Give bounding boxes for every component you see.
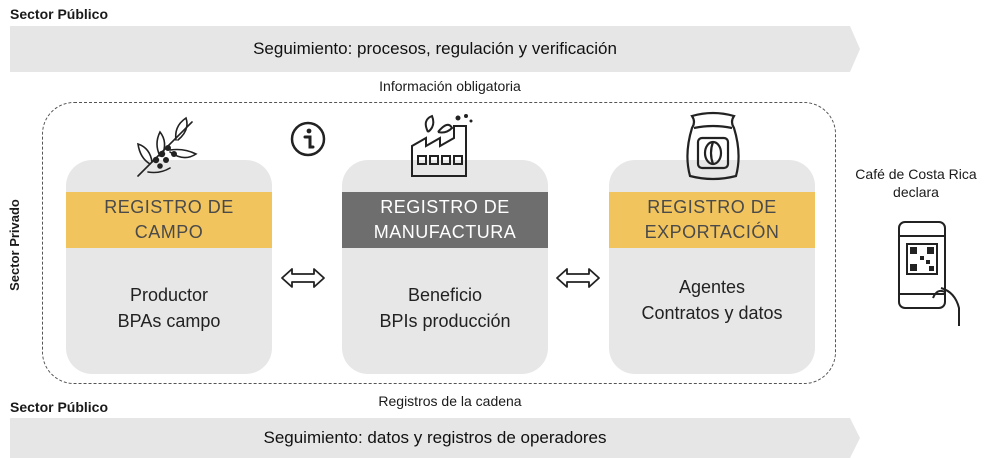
costa-rica-declares-label: Café de Costa Rica declara (846, 165, 986, 201)
chain-records-caption: Registros de la cadena (378, 393, 522, 409)
bidirectional-arrow-icon (556, 268, 600, 288)
field-register-line1: Productor (129, 285, 209, 305)
field-register-line2: BPAs campo (117, 311, 221, 331)
bidirectional-arrow-icon (281, 268, 325, 288)
export-register-title-line2: EXPORTACIÓN (644, 222, 780, 242)
top-banner-arrow: Seguimiento: procesos, regulación y veri… (10, 26, 860, 72)
manufacturing-register-line2: BPIs producción (379, 311, 511, 331)
bottom-sector-label: Sector Público (10, 399, 109, 415)
manufacturing-register-line1: Beneficio (407, 285, 483, 305)
export-register-body: Agentes Contratos y datos (609, 272, 815, 328)
manufacturing-register-body: Beneficio BPIs producción (342, 280, 548, 336)
bottom-banner-text: Seguimiento: datos y registros de operad… (263, 428, 607, 447)
field-register-title: REGISTRO DE CAMPO (66, 192, 272, 248)
coffee-plant-icon (137, 116, 198, 177)
costa-rica-line2: declara (893, 184, 939, 200)
private-sector-label: Sector Privado (6, 199, 22, 291)
phone-qr-icon (898, 221, 960, 326)
bottom-banner-arrow: Seguimiento: datos y registros de operad… (10, 418, 860, 458)
export-register-line1: Agentes (678, 277, 746, 297)
info-icon (290, 121, 326, 157)
export-register-title-line1: REGISTRO DE (647, 197, 777, 217)
costa-rica-line1: Café de Costa Rica (855, 166, 977, 182)
top-sector-label: Sector Público (10, 6, 109, 22)
manufacturing-register-title: REGISTRO DE MANUFACTURA (342, 192, 548, 248)
manufacturing-register-title-line1: REGISTRO DE (380, 197, 510, 217)
top-banner-text: Seguimiento: procesos, regulación y veri… (253, 39, 617, 58)
export-register-title: REGISTRO DE EXPORTACIÓN (609, 192, 815, 248)
chain-frame (42, 102, 836, 384)
field-register-body: Productor BPAs campo (66, 280, 272, 336)
export-register-line2: Contratos y datos (641, 303, 783, 323)
field-register-title-line2: CAMPO (134, 222, 204, 242)
mandatory-info-caption: Información obligatoria (379, 78, 521, 94)
field-register-title-line1: REGISTRO DE (104, 197, 234, 217)
factory-icon (411, 114, 473, 177)
coffee-sack-icon (686, 111, 740, 181)
manufacturing-register-title-line2: MANUFACTURA (373, 222, 517, 242)
